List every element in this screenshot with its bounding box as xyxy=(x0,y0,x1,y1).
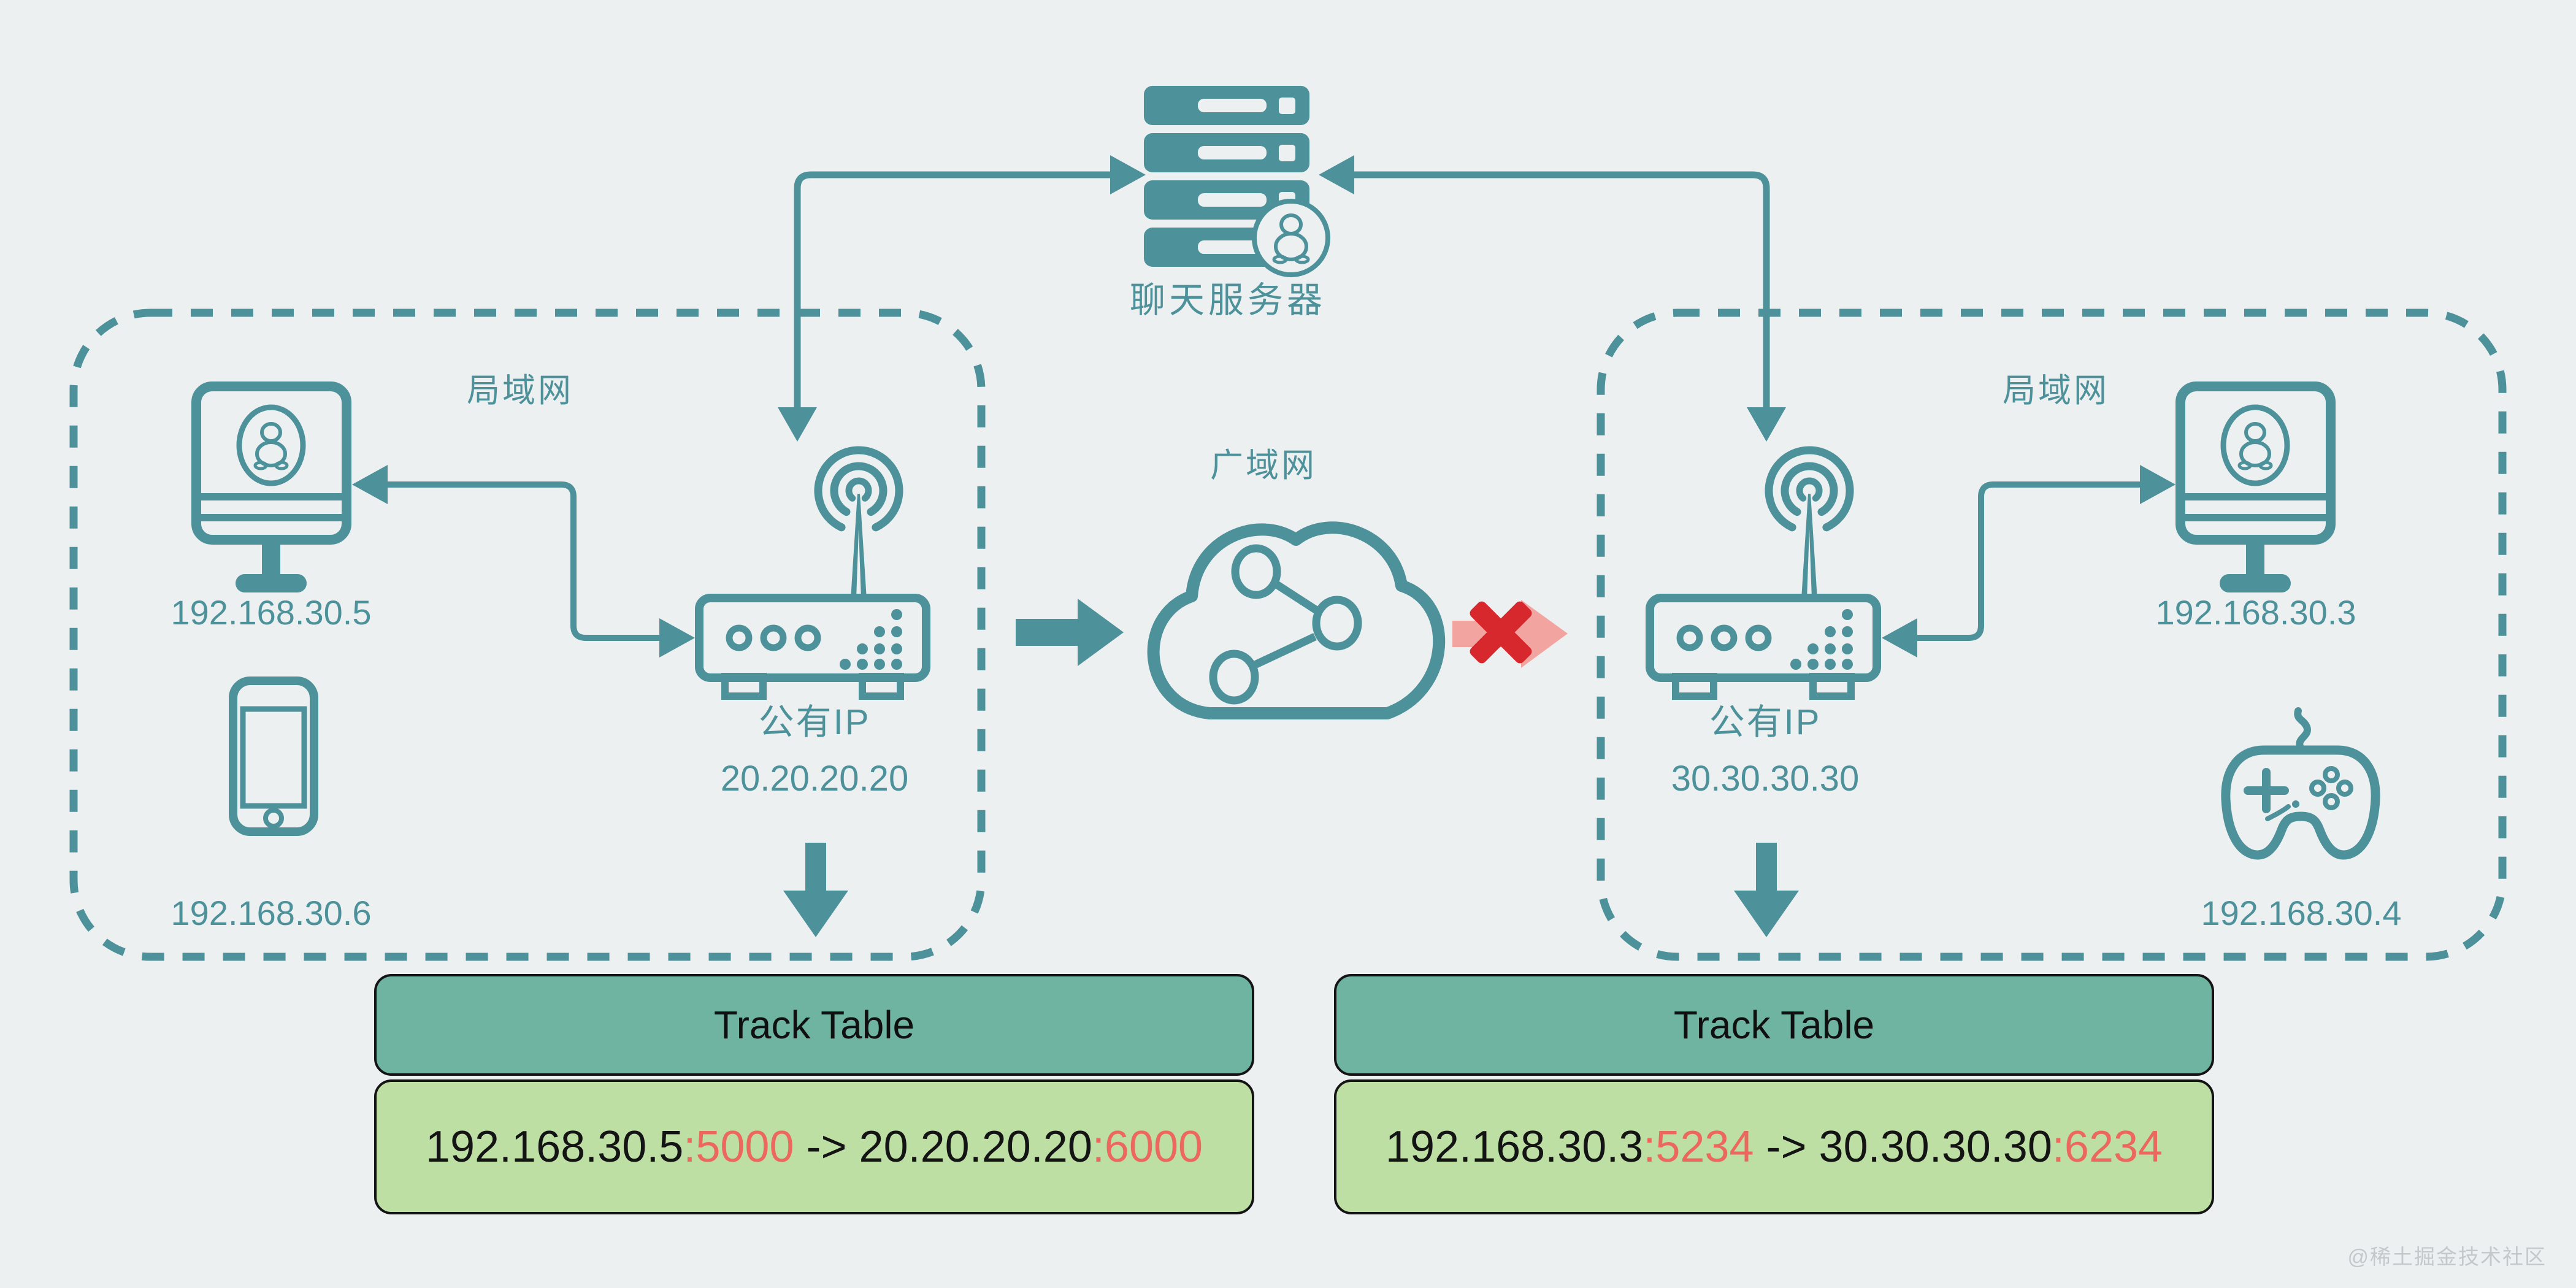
blocked-arrow-icon xyxy=(1452,600,1568,668)
lan-boundary-right xyxy=(1597,309,2507,961)
router-right-title: 公有IP xyxy=(1709,702,1822,742)
router-right-ip-label: 30.30.30.30 xyxy=(1671,759,1860,799)
gamepad-icon xyxy=(2221,707,2380,860)
arrow-left-router-server xyxy=(778,155,1146,442)
src-port: :5234 xyxy=(1643,1122,1754,1171)
game-ip-label: 192.168.30.4 xyxy=(2201,894,2402,932)
arrow-left-pc-router xyxy=(352,465,695,657)
track-table-right-header: Track Table xyxy=(1334,974,2214,1076)
down-arrow-left xyxy=(783,843,848,937)
track-table-left-title: Track Table xyxy=(713,1003,915,1047)
pc-right-icon xyxy=(2180,386,2331,592)
cloud-icon xyxy=(1147,521,1446,719)
server-label: 聊天服务器 xyxy=(1129,280,1327,320)
lan-right-label: 局域网 xyxy=(2003,372,2109,409)
down-arrow-right xyxy=(1734,843,1799,937)
phone-icon xyxy=(229,677,318,836)
src-ip: 192.168.30.3 xyxy=(1385,1122,1644,1171)
pc-right-ip-label: 192.168.30.3 xyxy=(2155,593,2356,632)
lan-left-label: 局域网 xyxy=(467,372,573,409)
track-table-left-header: Track Table xyxy=(374,974,1254,1076)
arrow-right-router-pc xyxy=(1882,465,2175,657)
src-ip: 192.168.30.5 xyxy=(425,1122,684,1171)
share-icon xyxy=(1209,544,1362,705)
dst-ip: 30.30.30.30 xyxy=(1819,1122,2052,1171)
mapping-arrow: -> xyxy=(1766,1122,1807,1171)
src-port: :5000 xyxy=(683,1122,794,1171)
x-mark-icon xyxy=(1470,601,1532,664)
pc-left-icon xyxy=(196,386,347,592)
dst-ip: 20.20.20.20 xyxy=(859,1122,1092,1171)
qq-badge-icon xyxy=(1252,199,1330,277)
mapping-arrow: -> xyxy=(806,1122,847,1171)
router-left-icon xyxy=(699,450,926,696)
dst-port: :6234 xyxy=(2052,1122,2163,1171)
lan-boundary-left xyxy=(69,309,986,961)
track-table-right: Track Table 192.168.30.3:5234->30.30.30.… xyxy=(1334,974,2214,1214)
watermark-text: @稀土掘金技术社区 xyxy=(2347,1246,2547,1269)
phone-ip-label: 192.168.30.6 xyxy=(171,894,372,932)
server-icon xyxy=(1144,86,1330,277)
arrow-right-router-server xyxy=(1319,155,1786,442)
pc-left-ip-label: 192.168.30.5 xyxy=(171,593,372,632)
block-arrow-to-wan xyxy=(1016,599,1124,666)
wan-label: 广域网 xyxy=(1210,447,1317,484)
track-table-right-entry: 192.168.30.3:5234->30.30.30.30:6234 xyxy=(1334,1079,2214,1214)
router-left-ip-label: 20.20.20.20 xyxy=(720,759,909,799)
track-table-left: Track Table 192.168.30.5:5000->20.20.20.… xyxy=(374,974,1254,1214)
router-right-icon xyxy=(1650,450,1877,696)
track-table-left-entry: 192.168.30.5:5000->20.20.20.20:6000 xyxy=(374,1079,1254,1214)
dst-port: :6000 xyxy=(1092,1122,1203,1171)
router-left-title: 公有IP xyxy=(758,702,871,742)
track-table-right-title: Track Table xyxy=(1673,1003,1875,1047)
